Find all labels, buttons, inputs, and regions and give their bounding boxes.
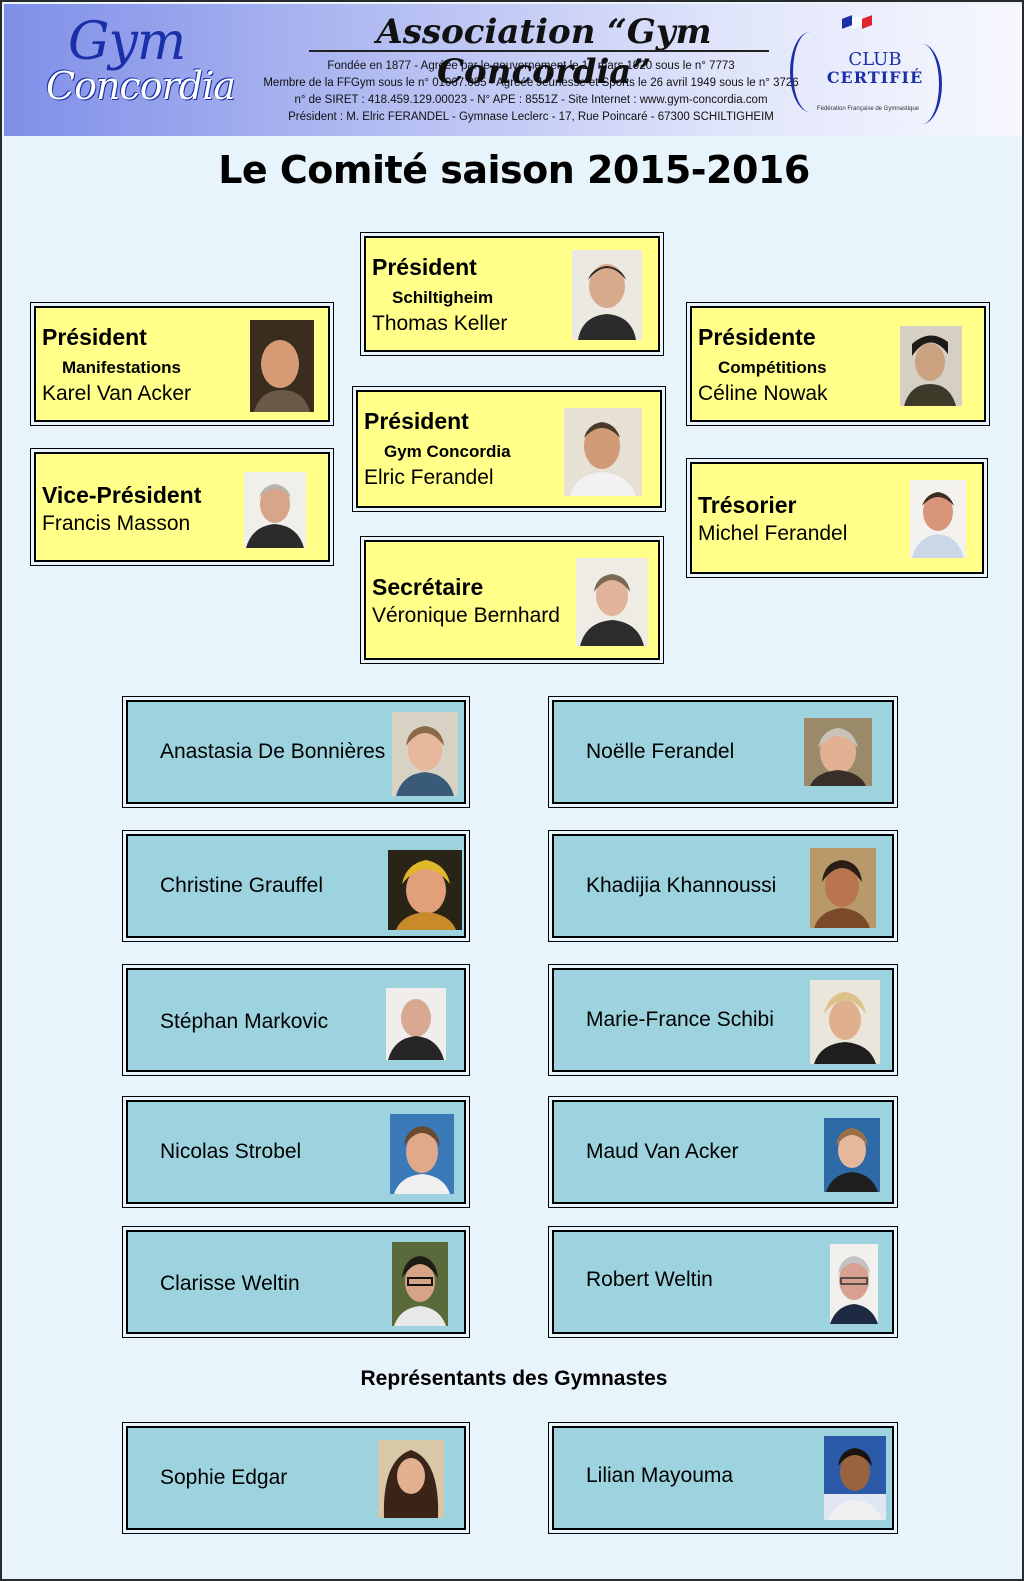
board-card-tresorier: Trésorier Michel Ferandel — [686, 458, 988, 578]
portrait-photo — [900, 326, 962, 406]
member-name: Francis Masson — [42, 512, 191, 535]
info-line: Fondée en 1877 - Agréée par le gouvernem… — [327, 60, 735, 72]
portrait-photo — [386, 988, 446, 1060]
portrait-photo — [576, 558, 648, 646]
logo-arc-right — [902, 44, 942, 124]
board-card-president-gym-concordia: Président Gym Concordia Elric Ferandel — [352, 386, 666, 512]
member-name: Marie-France Schibi — [586, 1008, 774, 1031]
member-name: Nicolas Strobel — [160, 1140, 302, 1163]
association-title: Association “Gym Concordia” — [376, 12, 712, 92]
board-card-president-schiltigheim: Président Schiltigheim Thomas Keller — [360, 232, 664, 356]
member-name: Véronique Bernhard — [372, 604, 560, 627]
board-card-presidente-competitions: Présidente Compétitions Céline Nowak — [686, 302, 990, 426]
member-card: Stéphan Markovic — [122, 964, 470, 1076]
logo-arc-left — [790, 32, 830, 112]
certifie-word: CERTIFIÉ — [826, 68, 924, 87]
portrait-photo — [810, 848, 876, 928]
portrait-photo — [392, 1242, 448, 1326]
gym-concordia-logo: Gym Concordia — [40, 12, 236, 130]
role-label: Secrétaire — [372, 574, 484, 600]
info-line: n° de SIRET : 418.459.129.00023 - N° APE… — [294, 94, 768, 106]
federation-caption: Fédération Française de Gymnastique — [816, 106, 920, 112]
portrait-photo — [910, 480, 966, 558]
role-sub-label: Compétitions — [718, 358, 827, 377]
member-name: Christine Grauffel — [160, 874, 324, 897]
member-card: Clarisse Weltin — [122, 1226, 470, 1338]
page-title: Le Comité saison 2015-2016 — [218, 148, 810, 192]
role-label: Président — [372, 254, 477, 280]
club-certifie-logo: CLUB CERTIFIÉ Fédération Française de Gy… — [790, 14, 950, 126]
member-name: Maud Van Acker — [586, 1140, 739, 1163]
club-word: CLUB — [848, 49, 902, 70]
member-card: Khadijia Khannoussi — [548, 830, 898, 942]
role-sub-label: Gym Concordia — [384, 442, 511, 461]
member-name: Khadijia Khannoussi — [586, 874, 777, 897]
member-card: Maud Van Acker — [548, 1096, 898, 1208]
member-name: Anastasia De Bonnières — [160, 740, 386, 763]
member-name: Thomas Keller — [372, 312, 508, 335]
member-card: Christine Grauffel — [122, 830, 470, 942]
member-name: Robert Weltin — [586, 1268, 713, 1291]
representatives-heading: Représentants des Gymnastes — [360, 1367, 668, 1390]
member-card: Robert Weltin — [548, 1226, 898, 1338]
role-label: Vice-Président — [42, 482, 202, 508]
logo-word-gym: Gym — [68, 12, 186, 72]
member-name: Karel Van Acker — [42, 382, 192, 405]
board-card-secretaire: Secrétaire Véronique Bernhard — [360, 536, 664, 664]
portrait-photo — [250, 320, 314, 412]
portrait-photo — [804, 718, 872, 786]
info-line: Membre de la FFGym sous le n° 01067.085 … — [263, 77, 799, 89]
member-name: Noëlle Ferandel — [586, 740, 735, 763]
role-label: Président — [42, 324, 147, 350]
portrait-photo — [564, 408, 642, 496]
representative-card: Sophie Edgar — [122, 1422, 470, 1534]
member-card: Anastasia De Bonnières — [122, 696, 470, 808]
board-card-president-manifestations: Président Manifestations Karel Van Acker — [30, 302, 334, 426]
title-underline — [309, 50, 769, 52]
member-card: Nicolas Strobel — [122, 1096, 470, 1208]
portrait-photo — [390, 1114, 454, 1194]
representative-card: Lilian Mayouma — [548, 1422, 898, 1534]
role-label: Trésorier — [698, 492, 797, 518]
role-sub-label: Manifestations — [62, 358, 182, 377]
portrait-photo — [830, 1244, 878, 1324]
role-label: Président — [364, 408, 469, 434]
role-label: Présidente — [698, 324, 816, 350]
association-info: Fondée en 1877 - Agréée par le gouvernem… — [236, 58, 826, 126]
portrait-photo — [392, 712, 458, 796]
flag-icon — [842, 14, 874, 32]
portrait-photo — [824, 1118, 880, 1192]
member-card: Noëlle Ferandel — [548, 696, 898, 808]
member-card: Marie-France Schibi — [548, 964, 898, 1076]
info-line: Président : M. Elric FERANDEL - Gymnase … — [288, 111, 774, 123]
portrait-photo — [824, 1436, 886, 1520]
header-banner: Gym Concordia Association “Gym Concordia… — [4, 4, 1022, 136]
portrait-photo — [810, 980, 880, 1064]
member-name: Lilian Mayouma — [586, 1464, 734, 1487]
member-name: Michel Ferandel — [698, 522, 848, 545]
member-name: Stéphan Markovic — [160, 1010, 329, 1033]
portrait-photo — [378, 1440, 444, 1518]
member-name: Céline Nowak — [698, 382, 828, 405]
role-sub-label: Schiltigheim — [392, 288, 494, 307]
portrait-photo — [388, 850, 462, 930]
logo-word-concordia: Concordia — [46, 64, 236, 108]
portrait-photo — [572, 250, 642, 340]
member-name: Clarisse Weltin — [160, 1272, 300, 1295]
portrait-photo — [244, 472, 306, 548]
board-card-vice-president: Vice-Président Francis Masson — [30, 448, 334, 566]
member-name: Sophie Edgar — [160, 1466, 288, 1489]
member-name: Elric Ferandel — [364, 466, 494, 489]
